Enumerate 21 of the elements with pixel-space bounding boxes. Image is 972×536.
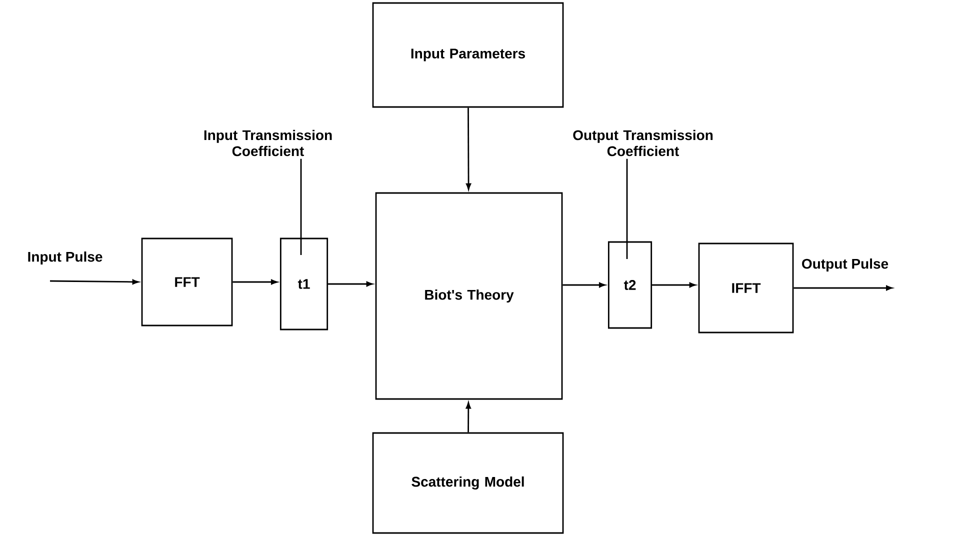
process-box: Scattering Model [372, 432, 564, 534]
process-box: t1 [280, 238, 328, 330]
process-box: Input Parameters [372, 2, 564, 108]
leader-line [626, 158, 628, 259]
arrow [50, 279, 139, 284]
arrow [562, 282, 606, 288]
process-box: t2 [608, 241, 652, 329]
arrow [466, 108, 472, 190]
arrow [232, 279, 278, 285]
edge-label: Output Pulse [800, 257, 890, 273]
arrow [328, 281, 373, 287]
leader-line [300, 158, 302, 255]
process-box: IFFT [698, 242, 794, 334]
arrow [652, 282, 696, 288]
coefficient-label: Input Transmission Coefficient [204, 130, 332, 156]
arrow [794, 285, 892, 291]
coefficient-label: Output Transmission Coefficient [573, 130, 713, 156]
process-box: Biot's Theory [375, 192, 563, 400]
edge-label: Input Pulse [26, 250, 104, 266]
arrow [466, 402, 471, 432]
process-box: FFT [141, 238, 233, 326]
